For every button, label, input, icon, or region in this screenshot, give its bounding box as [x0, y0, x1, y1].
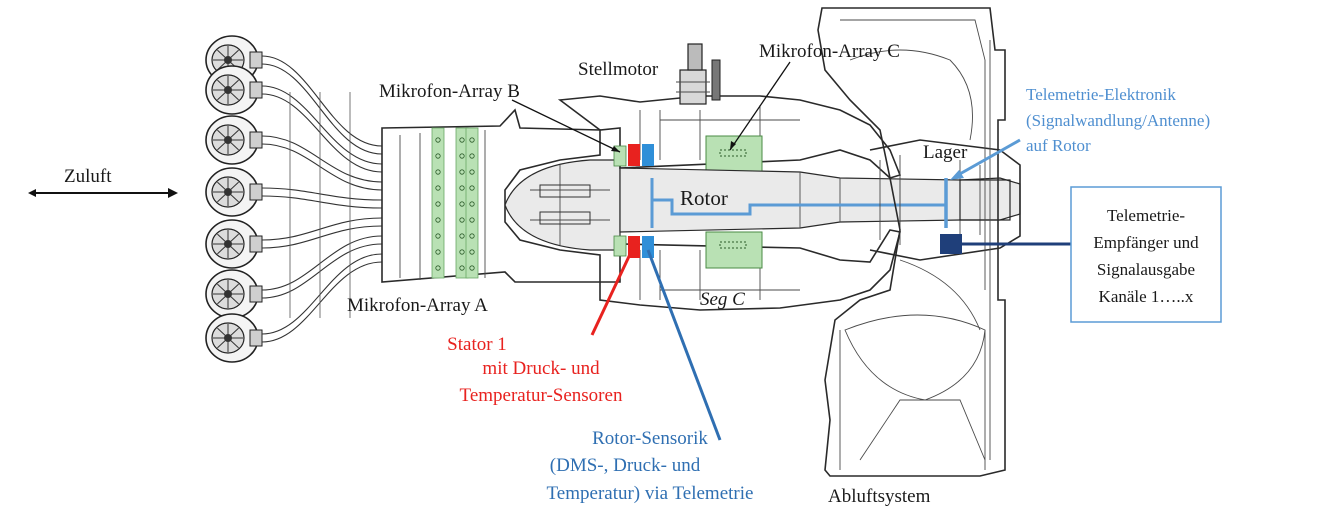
- telemetrie-elektronik-line-3: auf Rotor: [1026, 136, 1091, 155]
- mikrofon-array-c-label: Mikrofon-Array C: [759, 41, 900, 62]
- rotor-label: Rotor: [680, 186, 728, 210]
- rotor-sensorik-line-1: Rotor-Sensorik: [592, 428, 708, 449]
- abluftsystem-label: Abluftsystem: [828, 486, 931, 507]
- mikrofon-array-b-label: Mikrofon-Array B: [379, 81, 520, 102]
- rotor-shaft: [619, 167, 1021, 233]
- seg-c-label: Seg C: [700, 289, 745, 310]
- stellmotor-label: Stellmotor: [578, 59, 659, 80]
- inlet-fan: [205, 167, 263, 217]
- mikrofon-array-a-rings: [431, 127, 479, 279]
- telemetrie-empfaenger-line-4: Kanäle 1…..x: [1099, 287, 1194, 306]
- stator-1-label: Stator 1 mit Druck- und Temperatur-Senso…: [447, 334, 623, 406]
- telemetrie-empfaenger-line-2: Empfänger und: [1093, 233, 1199, 252]
- inlet-fan: [205, 115, 263, 165]
- telemetry-cable-path: [650, 178, 948, 228]
- telemetrie-empfaenger-antenna: [940, 234, 962, 254]
- inlet-duct-pipes: [261, 55, 383, 343]
- mikrofon-array-c: [705, 135, 763, 269]
- stator-1-line-3: Temperatur-Sensoren: [460, 385, 623, 406]
- leader-lines: [28, 61, 1072, 441]
- telemetrie-empfaenger-line-1: Telemetrie-: [1107, 206, 1185, 225]
- telemetrie-elektronik-label: Telemetrie-Elektronik (Signalwandlung/An…: [1026, 85, 1210, 155]
- inlet-hub: [504, 159, 621, 251]
- inlet-fan-array: [205, 35, 263, 363]
- stator-1-line-2: mit Druck- und: [482, 358, 600, 379]
- inlet-fan: [205, 65, 263, 115]
- mikrofon-array-a-label: Mikrofon-Array A: [347, 295, 488, 316]
- abluftsystem-volute: [817, 7, 1006, 477]
- rotor-sensorik-label: Rotor-Sensorik (DMS-, Druck- und Tempera…: [547, 428, 754, 504]
- telemetrie-empfaenger-label: Telemetrie- Empfänger und Signalausgabe …: [1093, 206, 1199, 306]
- telemetrie-elektronik-line-2: (Signalwandlung/Antenne): [1026, 111, 1210, 130]
- lager-label: Lager: [923, 142, 968, 163]
- mikrofon-array-b: [613, 145, 627, 257]
- rotor-sensorik-line-3: Temperatur) via Telemetrie: [547, 483, 754, 504]
- inlet-fan: [205, 269, 263, 319]
- telemetrie-empfaenger-box: [1070, 186, 1222, 323]
- inlet-fan: [205, 313, 263, 363]
- stellmotor-actuator: [676, 43, 721, 105]
- inlet-fan: [205, 219, 263, 269]
- rotor-1-blades: [642, 144, 654, 258]
- stator-1-line-1: Stator 1: [447, 334, 507, 355]
- zuluft-label: Zuluft: [64, 166, 112, 187]
- rotor-sensorik-line-2: (DMS-, Druck- und: [550, 455, 701, 476]
- telemetrie-empfaenger-line-3: Signalausgabe: [1097, 260, 1195, 279]
- telemetrie-elektronik-line-1: Telemetrie-Elektronik: [1026, 85, 1176, 104]
